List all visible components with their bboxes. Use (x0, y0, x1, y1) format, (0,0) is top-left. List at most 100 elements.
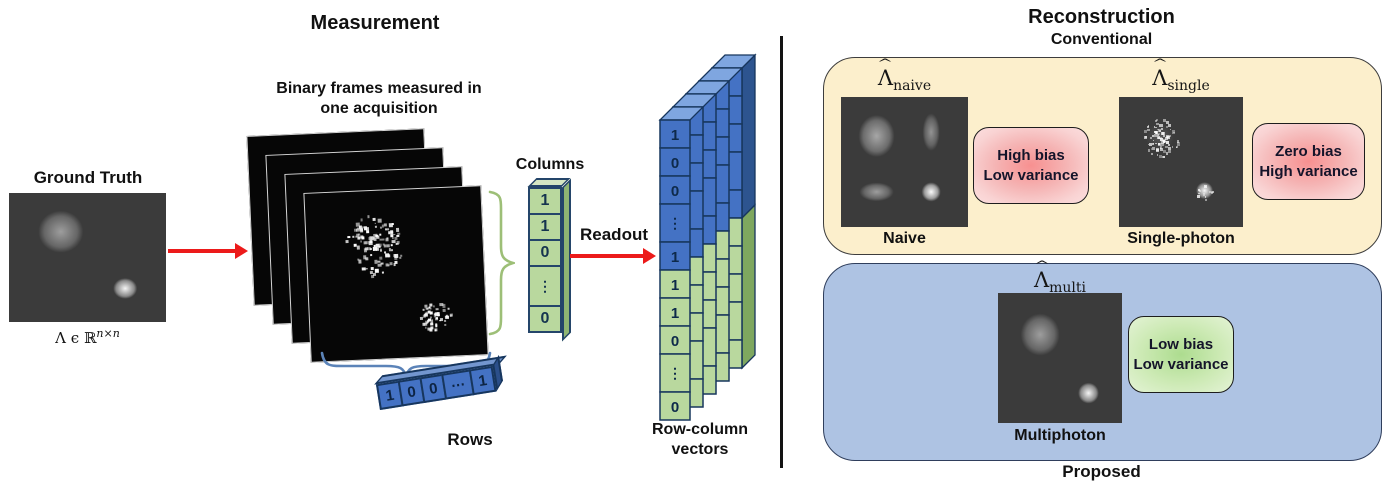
single-photon-reconstruction-image (1119, 97, 1243, 227)
speckle-dot (1168, 143, 1170, 146)
vector-cell: 1 (528, 187, 562, 215)
speckle-dot (1164, 140, 1166, 143)
speckle-dot (1155, 126, 1158, 129)
single-badge-line2: High variance (1259, 162, 1358, 180)
section-divider (780, 36, 783, 468)
arrow-gt-to-frames (168, 249, 236, 253)
speckle-dot (1167, 124, 1171, 128)
speckle-dot (385, 228, 388, 230)
lambda-char: Λ (877, 66, 894, 90)
stack-cell-value: 1 (671, 277, 679, 294)
speckle-dot (1161, 143, 1164, 146)
speckle-dot (361, 226, 364, 229)
speckle-dot (1156, 119, 1159, 122)
speckle-dot (1212, 191, 1214, 193)
speckle-dot (377, 218, 382, 223)
speckle-dot (1156, 154, 1159, 156)
speckle-dot (393, 233, 395, 236)
speckle-dot (380, 262, 384, 265)
stack-cell (659, 241, 691, 271)
stack-cell (659, 391, 691, 421)
speckle-dot (1147, 143, 1150, 145)
speckle-dot (369, 247, 372, 250)
speckle-dot (360, 218, 363, 222)
speckle-dot (1205, 198, 1208, 201)
stack-cell (659, 119, 691, 149)
speckle-dot (366, 230, 370, 234)
vector-cell: 0 (528, 239, 562, 267)
multiphoton-reconstruction-image (998, 293, 1122, 423)
speckle-dot (353, 243, 358, 248)
stack-cell-value: 0 (671, 333, 679, 350)
speckle-dot (1157, 137, 1161, 140)
speckle-dot (444, 324, 447, 327)
speckle-dot (390, 249, 393, 251)
speckle-dot (1155, 122, 1159, 126)
speckle-dot (1166, 125, 1169, 129)
speckle-dot (1204, 185, 1206, 188)
speckle-dot (1157, 129, 1161, 133)
speckle-dot (1163, 135, 1165, 137)
stack-cell (659, 203, 691, 243)
speckle-dot (424, 304, 428, 309)
speckle-dot (389, 262, 393, 266)
speckle-dot (1154, 130, 1157, 134)
speckle-dot (1165, 135, 1168, 138)
measurement-title: Measurement (310, 12, 440, 34)
lambda-multi-subscript: multi (1049, 280, 1087, 296)
speckle-dot (384, 253, 390, 258)
speckle-dot (1165, 136, 1169, 140)
lambda-single-subscript: single (1167, 78, 1210, 94)
speckle-dot (1162, 155, 1165, 158)
speckle-dot (1154, 134, 1157, 137)
speckle-dot (383, 223, 387, 227)
lambda-multi-label: ^Λmulti (998, 259, 1122, 296)
speckle-dot (369, 239, 373, 243)
speckle-dot (429, 307, 432, 310)
speckle-dot (1175, 146, 1178, 149)
speckle-dot (399, 254, 403, 258)
speckle-dot (347, 235, 351, 239)
ground-truth-image (9, 193, 166, 322)
lambda-char: Λ (1152, 66, 1168, 90)
binary-frames-label: Binary frames measured in one acquisitio… (243, 79, 515, 118)
speckle-dot (1162, 140, 1166, 144)
stack-side-face-blue (741, 53, 756, 220)
speckle-dot (352, 235, 355, 239)
speckle-dot (1204, 196, 1206, 198)
arrow-gt-to-frames-head (235, 243, 248, 259)
speckle-dot (1163, 149, 1167, 154)
speckle-dot (370, 253, 373, 256)
speckle-dot (360, 235, 364, 239)
speckle-dot (1160, 137, 1164, 141)
speckle-dot (380, 249, 382, 252)
speckle-dot (386, 237, 389, 240)
speckle-dot (367, 215, 370, 218)
lambda-naive-symbol: ^Λ (877, 57, 894, 90)
multiphoton-badge: Low bias Low variance (1128, 316, 1234, 393)
stack-cell (659, 147, 691, 177)
speckle-dot (1156, 133, 1159, 136)
speckle-dot (1158, 132, 1161, 135)
speckle-dot (1202, 193, 1206, 196)
speckle-dot (1167, 146, 1171, 150)
columns-vector-side-face (562, 178, 571, 342)
speckle-dot (424, 326, 427, 329)
ground-truth-label: Ground Truth (33, 168, 143, 187)
speckle-dot (419, 316, 423, 320)
single-photon-badge: Zero bias High variance (1252, 123, 1365, 200)
speckle-dot (444, 320, 447, 322)
naive-badge-line1: High bias (997, 147, 1065, 165)
lambda-naive-subscript: naive (893, 78, 932, 94)
speckle-dot (373, 247, 377, 252)
speckle-dot (1173, 131, 1175, 134)
hat-accent: ^ (1151, 57, 1168, 70)
lambda-single-label: ^Λsingle (1119, 57, 1243, 94)
speckle-dot (359, 240, 362, 243)
speckle-dot (433, 305, 435, 307)
single-photon-caption: Single-photon (1127, 230, 1235, 247)
speckle-dot (365, 267, 368, 270)
